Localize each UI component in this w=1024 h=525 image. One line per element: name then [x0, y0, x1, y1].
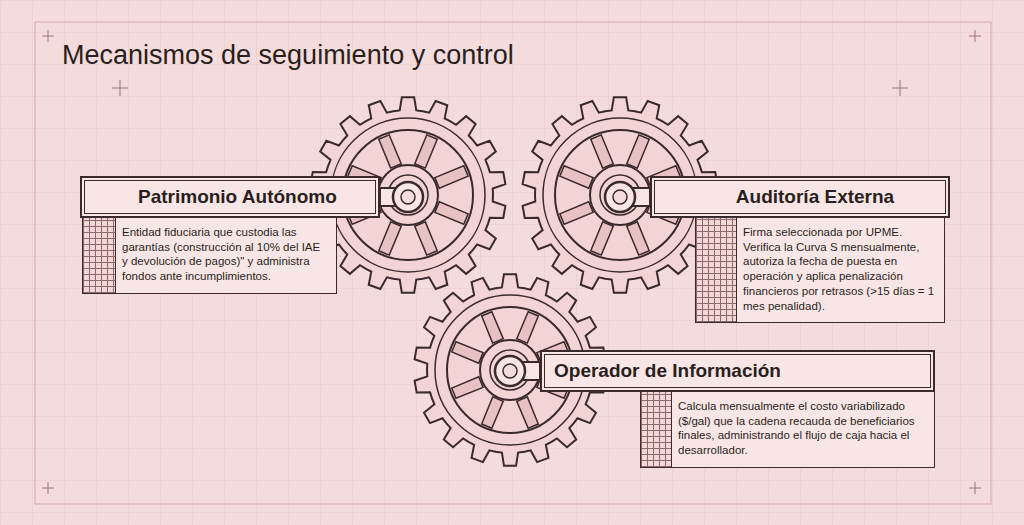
card-text: Firma seleccionada por UPME. Verifica la…: [743, 225, 936, 313]
hatch-strip: [83, 218, 116, 293]
gear-spoke: [452, 377, 483, 399]
frame: [35, 22, 991, 504]
card-body: Firma seleccionada por UPME. Verifica la…: [695, 218, 945, 323]
gear-spoke: [627, 135, 649, 168]
hub-pin: [393, 182, 423, 212]
gear-ring: [590, 165, 650, 225]
card-heading: Auditoría Externa: [650, 176, 950, 218]
gear-spoke: [415, 222, 437, 255]
mechanism-card: Patrimonio AutónomoEntidad fiduciaria qu…: [80, 176, 380, 294]
gear-ring: [378, 165, 438, 225]
gear-spoke: [435, 202, 468, 224]
card-body: Entidad fiduciaria que custodia las gara…: [82, 218, 337, 294]
mechanism-card: Operador de InformaciónCalcula mensualme…: [540, 350, 935, 468]
gear-spoke: [482, 312, 504, 343]
hub-pin-core: [613, 190, 627, 204]
card-heading: Operador de Información: [540, 350, 935, 392]
card-body: Calcula mensualmente el costo variabiliz…: [640, 392, 935, 468]
gear-spoke: [560, 166, 593, 188]
gear-ring: [480, 340, 540, 400]
gear-spoke: [415, 135, 437, 168]
mechanism-card: Auditoría ExternaFirma seleccionada por …: [650, 176, 950, 323]
gear-spoke: [591, 135, 613, 168]
hub-pin-core: [401, 190, 415, 204]
gear-spoke: [627, 222, 649, 255]
corner-marks: [42, 30, 981, 494]
gear-ring: [600, 175, 640, 215]
card-text: Calcula mensualmente el costo variabiliz…: [678, 399, 926, 458]
hatch-strip: [641, 392, 672, 467]
gear-spoke: [517, 312, 539, 343]
gear-spoke: [452, 342, 483, 364]
gear-ring: [388, 175, 428, 215]
gear-spoke: [482, 397, 504, 428]
card-text: Entidad fiduciaria que custodia las gara…: [122, 225, 328, 284]
title: Mecanismos de seguimiento y control: [62, 40, 514, 71]
gear-spoke: [560, 202, 593, 224]
gear-ring: [490, 350, 530, 390]
hub-pin-core: [503, 364, 517, 378]
hub-pin: [605, 182, 635, 212]
gear-spoke: [379, 222, 401, 255]
gear-spoke: [435, 166, 468, 188]
card-heading: Patrimonio Autónomo: [80, 176, 380, 218]
hub-pin: [495, 356, 525, 386]
gear-spoke: [591, 222, 613, 255]
gear-spoke: [517, 397, 539, 428]
hatch-strip: [696, 218, 737, 322]
gear-spoke: [379, 135, 401, 168]
